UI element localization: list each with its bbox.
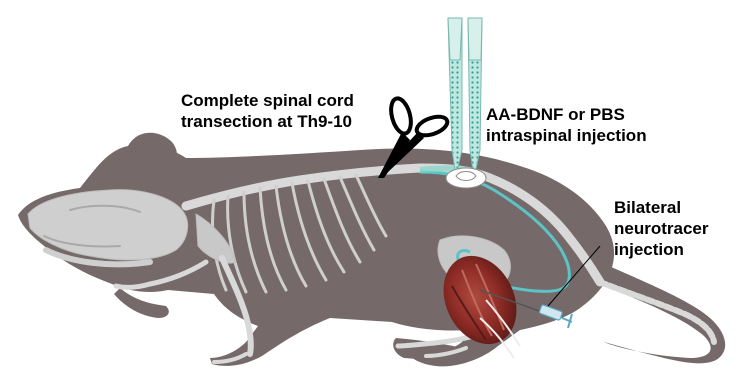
- cord-cross-section: [446, 168, 486, 188]
- rat-front-paw: [114, 288, 169, 318]
- neurotracer-label: Bilateral neurotracer injection: [614, 197, 708, 260]
- rat-tail: [598, 262, 725, 363]
- transection-label-line2: transection at Th9-10: [181, 111, 354, 132]
- intraspinal-injection-label: AA-BDNF or PBS intraspinal injection: [486, 104, 647, 146]
- neurotracer-label-line3: injection: [614, 239, 708, 260]
- intraspinal-label-line1: AA-BDNF or PBS: [486, 104, 647, 125]
- neurotracer-label-line2: neurotracer: [614, 218, 708, 239]
- transection-label-line1: Complete spinal cord: [181, 90, 354, 111]
- intraspinal-label-line2: intraspinal injection: [486, 125, 647, 146]
- transection-label: Complete spinal cord transection at Th9-…: [181, 90, 354, 132]
- neurotracer-label-line1: Bilateral: [614, 197, 708, 218]
